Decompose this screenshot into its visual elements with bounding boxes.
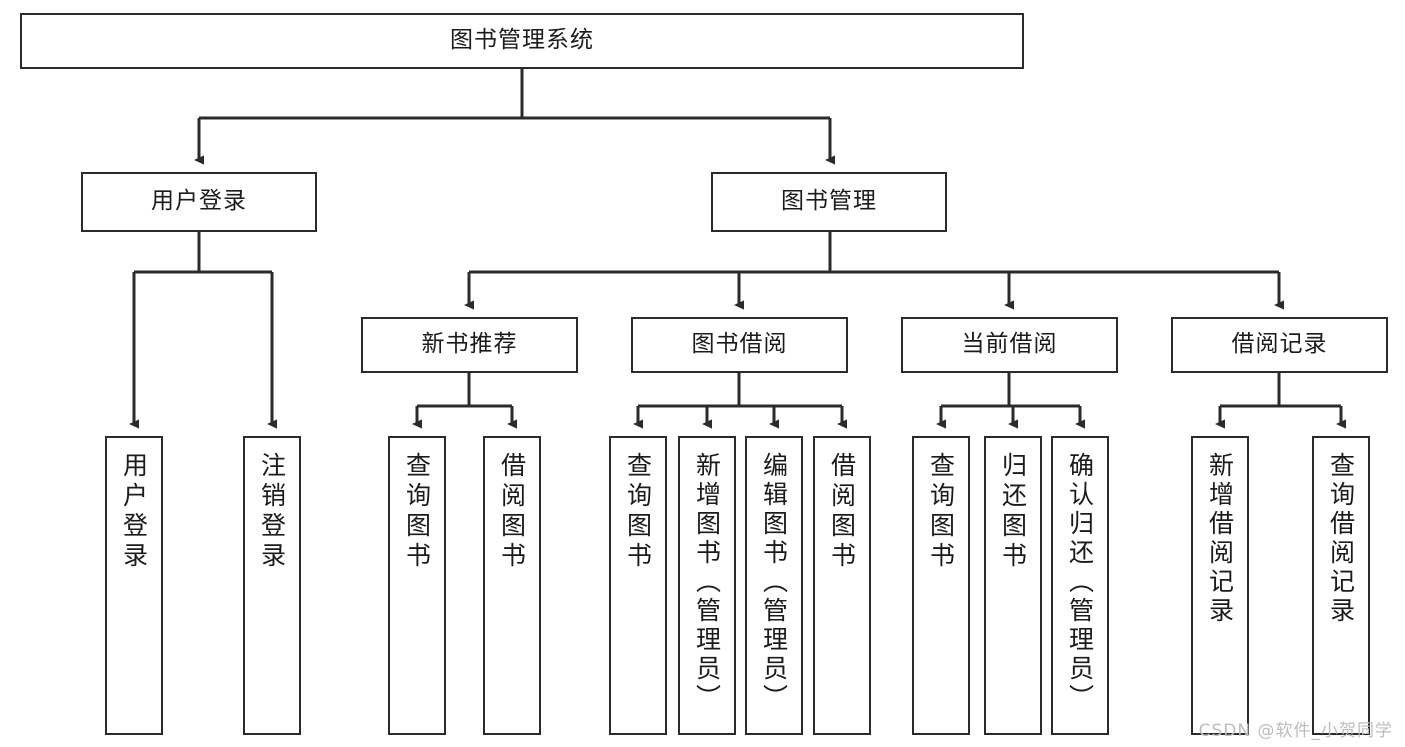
node-label: 图书借阅 — [691, 331, 788, 358]
node-label: 归还图书 — [998, 452, 1028, 572]
leaf-borrow-book-recommend[interactable]: 借阅图书 — [483, 436, 541, 735]
node-user-login[interactable]: 用户登录 — [81, 172, 317, 232]
node-label: 图书管理 — [781, 188, 877, 215]
leaf-return-book[interactable]: 归还图书 — [984, 436, 1042, 735]
node-new-book-recommend[interactable]: 新书推荐 — [361, 317, 578, 373]
leaf-add-book-admin[interactable]: 新增图书（管理员） — [678, 436, 736, 735]
node-borrow-record[interactable]: 借阅记录 — [1171, 317, 1388, 373]
leaf-logout[interactable]: 注销登录 — [243, 436, 301, 735]
node-label: 新增借阅记录 — [1205, 452, 1235, 626]
node-label: 用户登录 — [151, 188, 247, 215]
node-book-borrow[interactable]: 图书借阅 — [631, 317, 848, 373]
node-label: 图书管理系统 — [450, 27, 594, 54]
node-label: 查询图书 — [926, 452, 956, 572]
node-label: 新增图书（管理员） — [692, 452, 722, 713]
node-label: 当前借阅 — [961, 331, 1058, 358]
node-label: 编辑图书（管理员） — [759, 452, 789, 713]
node-current-borrow[interactable]: 当前借阅 — [901, 317, 1118, 373]
node-root[interactable]: 图书管理系统 — [20, 13, 1024, 69]
watermark-text: CSDN @软件_小贺同学 — [1198, 721, 1393, 741]
node-label: 新书推荐 — [421, 331, 518, 358]
node-label: 确认归还（管理员） — [1065, 452, 1095, 713]
node-label: 借阅记录 — [1231, 331, 1328, 358]
node-label: 用户登录 — [119, 452, 149, 572]
leaf-user-login[interactable]: 用户登录 — [105, 436, 163, 735]
node-label: 查询图书 — [623, 452, 653, 572]
node-label: 查询借阅记录 — [1326, 452, 1356, 626]
leaf-edit-book-admin[interactable]: 编辑图书（管理员） — [745, 436, 803, 735]
node-book-management[interactable]: 图书管理 — [711, 172, 947, 232]
leaf-borrow-book[interactable]: 借阅图书 — [813, 436, 871, 735]
node-label: 借阅图书 — [827, 452, 857, 572]
leaf-query-borrow-record[interactable]: 查询借阅记录 — [1312, 436, 1370, 735]
node-label: 查询图书 — [402, 452, 432, 572]
leaf-query-book-current[interactable]: 查询图书 — [912, 436, 970, 735]
leaf-query-book-recommend[interactable]: 查询图书 — [388, 436, 446, 735]
node-label: 借阅图书 — [497, 452, 527, 572]
leaf-confirm-return-admin[interactable]: 确认归还（管理员） — [1051, 436, 1109, 735]
leaf-add-borrow-record[interactable]: 新增借阅记录 — [1191, 436, 1249, 735]
node-label: 注销登录 — [257, 452, 287, 572]
leaf-query-book-borrow[interactable]: 查询图书 — [609, 436, 667, 735]
